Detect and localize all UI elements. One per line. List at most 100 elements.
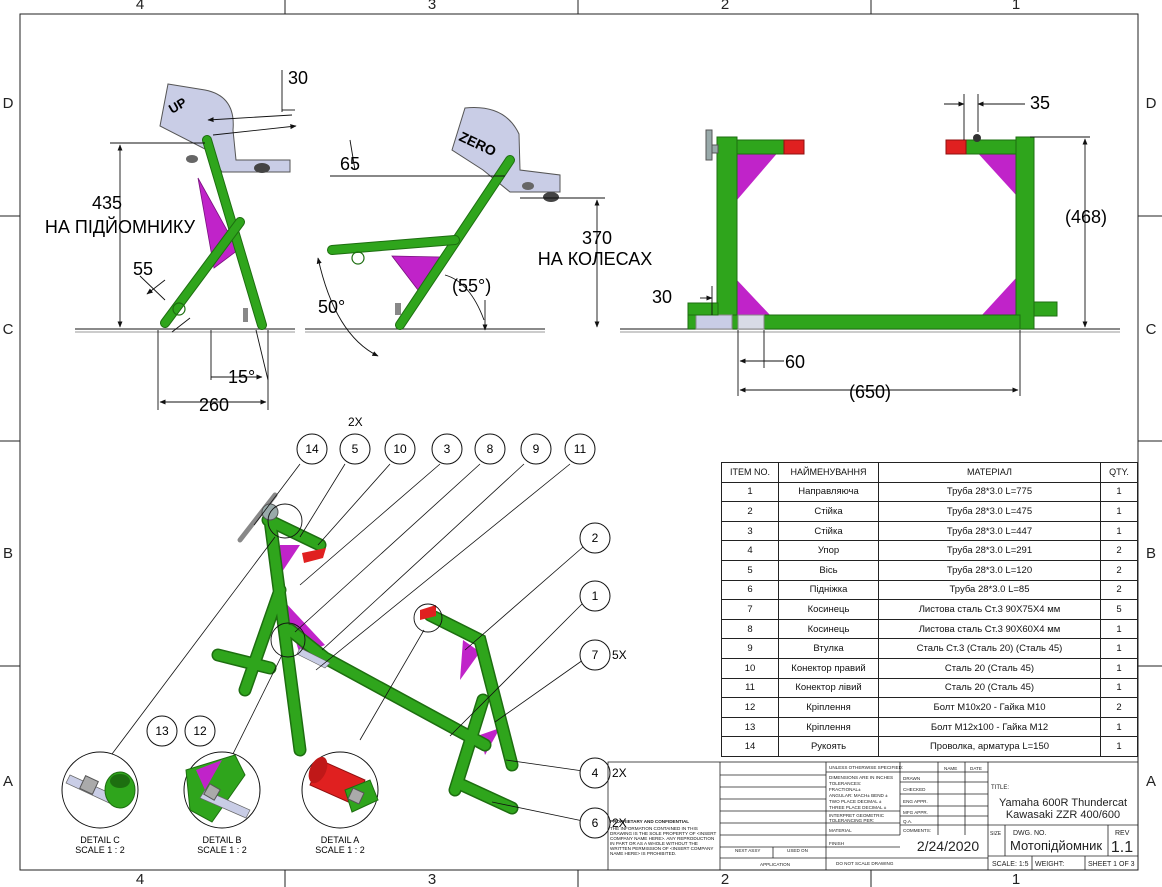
detail-c: DETAIL C SCALE 1 : 2 [61,751,139,855]
bom-item-no: 7 [721,599,779,620]
zone-row-label: A [1146,773,1156,790]
zone-col-label: 3 [428,871,436,887]
bom-item-name: Упор [778,540,879,561]
zone-labels: 4 3 2 1 4 3 2 1 D C B A D C B A [3,0,1157,887]
sheet-label: SHEET 1 OF 3 [1088,861,1135,868]
detail-b: DETAIL B SCALE 1 : 2 [183,751,261,855]
mfg-appr-label: MFG APPR. [903,810,928,815]
dim-35: 35 [1030,93,1050,113]
bom-item-no: 3 [721,520,779,542]
zone-row-label: B [1146,545,1156,562]
bom-item-no: 6 [721,579,779,601]
bom-item-qty: 1 [1100,520,1138,542]
qa-label: Q.A. [903,819,912,824]
dim-55: 55 [133,259,153,279]
view-front: 35 (468) 30 60 (650) [620,93,1120,402]
bom-item-material: Листова сталь Ст.3 90Х60Х4 мм [878,618,1101,640]
bom-item-qty: 1 [1100,481,1138,503]
dim-65: 65 [340,154,360,174]
bom-item-no: 12 [721,697,779,718]
bom-item-material: Труба 28*3.0 L=447 [878,520,1101,542]
bom-item-name: Втулка [778,638,879,659]
tube [213,515,517,813]
bom-item-qty: 2 [1100,540,1138,561]
balloons: 14 5 10 3 8 9 11 2 1 7 4 6 13 12 [146,433,611,839]
bom-item-qty: 1 [1100,716,1138,738]
bom-item-name: Рукоять [778,736,879,757]
svg-text:3: 3 [444,442,451,456]
connector-left [420,605,436,620]
title-label: TITLE: [991,785,1009,791]
zone-row-label: D [1146,95,1157,112]
zone-col-label: 2 [721,0,729,13]
multiplier-4: 2X [612,766,627,780]
balloon-2: 2 [579,522,611,554]
drawing-title-line1: Yamaha 600R Thundercat [999,797,1127,809]
balloon-13: 13 [146,715,178,747]
tube [1015,136,1035,330]
svg-text:2: 2 [592,531,599,545]
handle [237,492,278,543]
svg-text:4: 4 [592,766,599,780]
dim-55deg: (55°) [452,276,491,296]
detail-b-title: DETAIL B [202,835,241,845]
title-block [607,761,1139,871]
svg-text:7: 7 [592,648,599,662]
balloon-12: 12 [184,715,216,747]
wheel-icon [186,155,198,163]
bom-item-qty: 1 [1100,736,1138,757]
dim-60: 60 [785,352,805,372]
bom-header-name: НАЙМЕНУВАННЯ [778,462,879,483]
bom-item-qty: 1 [1100,618,1138,640]
svg-text:10: 10 [393,442,407,456]
bom-item-material: Труба 28*3.0 L=475 [878,501,1101,522]
detail-circle-b [270,622,306,658]
bom-item-name: Конектор лівий [778,677,879,699]
bom-item-no: 4 [721,540,779,561]
interpret-label: INTERPRET GEOMETRIC [829,813,885,818]
view-isometric [211,492,519,815]
tube [161,218,244,327]
next-assy-label: NEXT ASSY [735,848,760,853]
bom-header-row: ITEM NO. НАЙМЕНУВАННЯ МАТЕРІАЛ QTY. [721,462,1138,483]
dim-468: (468) [1065,207,1107,227]
date-col: DATE [970,766,982,771]
dim-50deg: 50° [318,297,345,317]
view-lifted: UP 30 435 НА ПІДЙОМНИКУ [45,68,308,415]
bom-item-material: Сталь 20 (Сталь 45) [878,657,1101,679]
application-label: APPLICATION [760,862,790,867]
three-place-label: THREE PLACE DECIMAL ± [829,805,887,810]
tolerancing-label: TOLERANCING PER: [829,818,874,823]
drawn-label: DRAWN [903,776,920,781]
svg-text:13: 13 [155,724,169,738]
zone-col-label: 4 [136,0,144,13]
bom-item-no: 5 [721,559,779,581]
bom-item-name: Кріплення [778,716,879,738]
material-label: MATERIAL [829,828,852,833]
detail-circle-c [267,503,303,539]
bom-item-material: Сталь 20 (Сталь 45) [878,677,1101,699]
wheel-icon [254,163,270,173]
svg-text:1: 1 [592,589,599,603]
bom-item-qty: 5 [1100,599,1138,620]
dim-30: 30 [288,68,308,88]
detail-a: DETAIL A SCALE 1 : 2 [301,751,379,855]
detail-a-title: DETAIL A [321,835,360,845]
zone-row-label: C [3,321,14,338]
dwg-no-label: DWG. NO. [1013,830,1046,837]
balloon-8: 8 [474,433,506,465]
bom-item-material: Труба 28*3.0 L=775 [878,481,1101,503]
bom-item-qty: 2 [1100,559,1138,581]
balloon-5: 5 [339,433,371,465]
zone-col-label: 2 [721,871,729,887]
